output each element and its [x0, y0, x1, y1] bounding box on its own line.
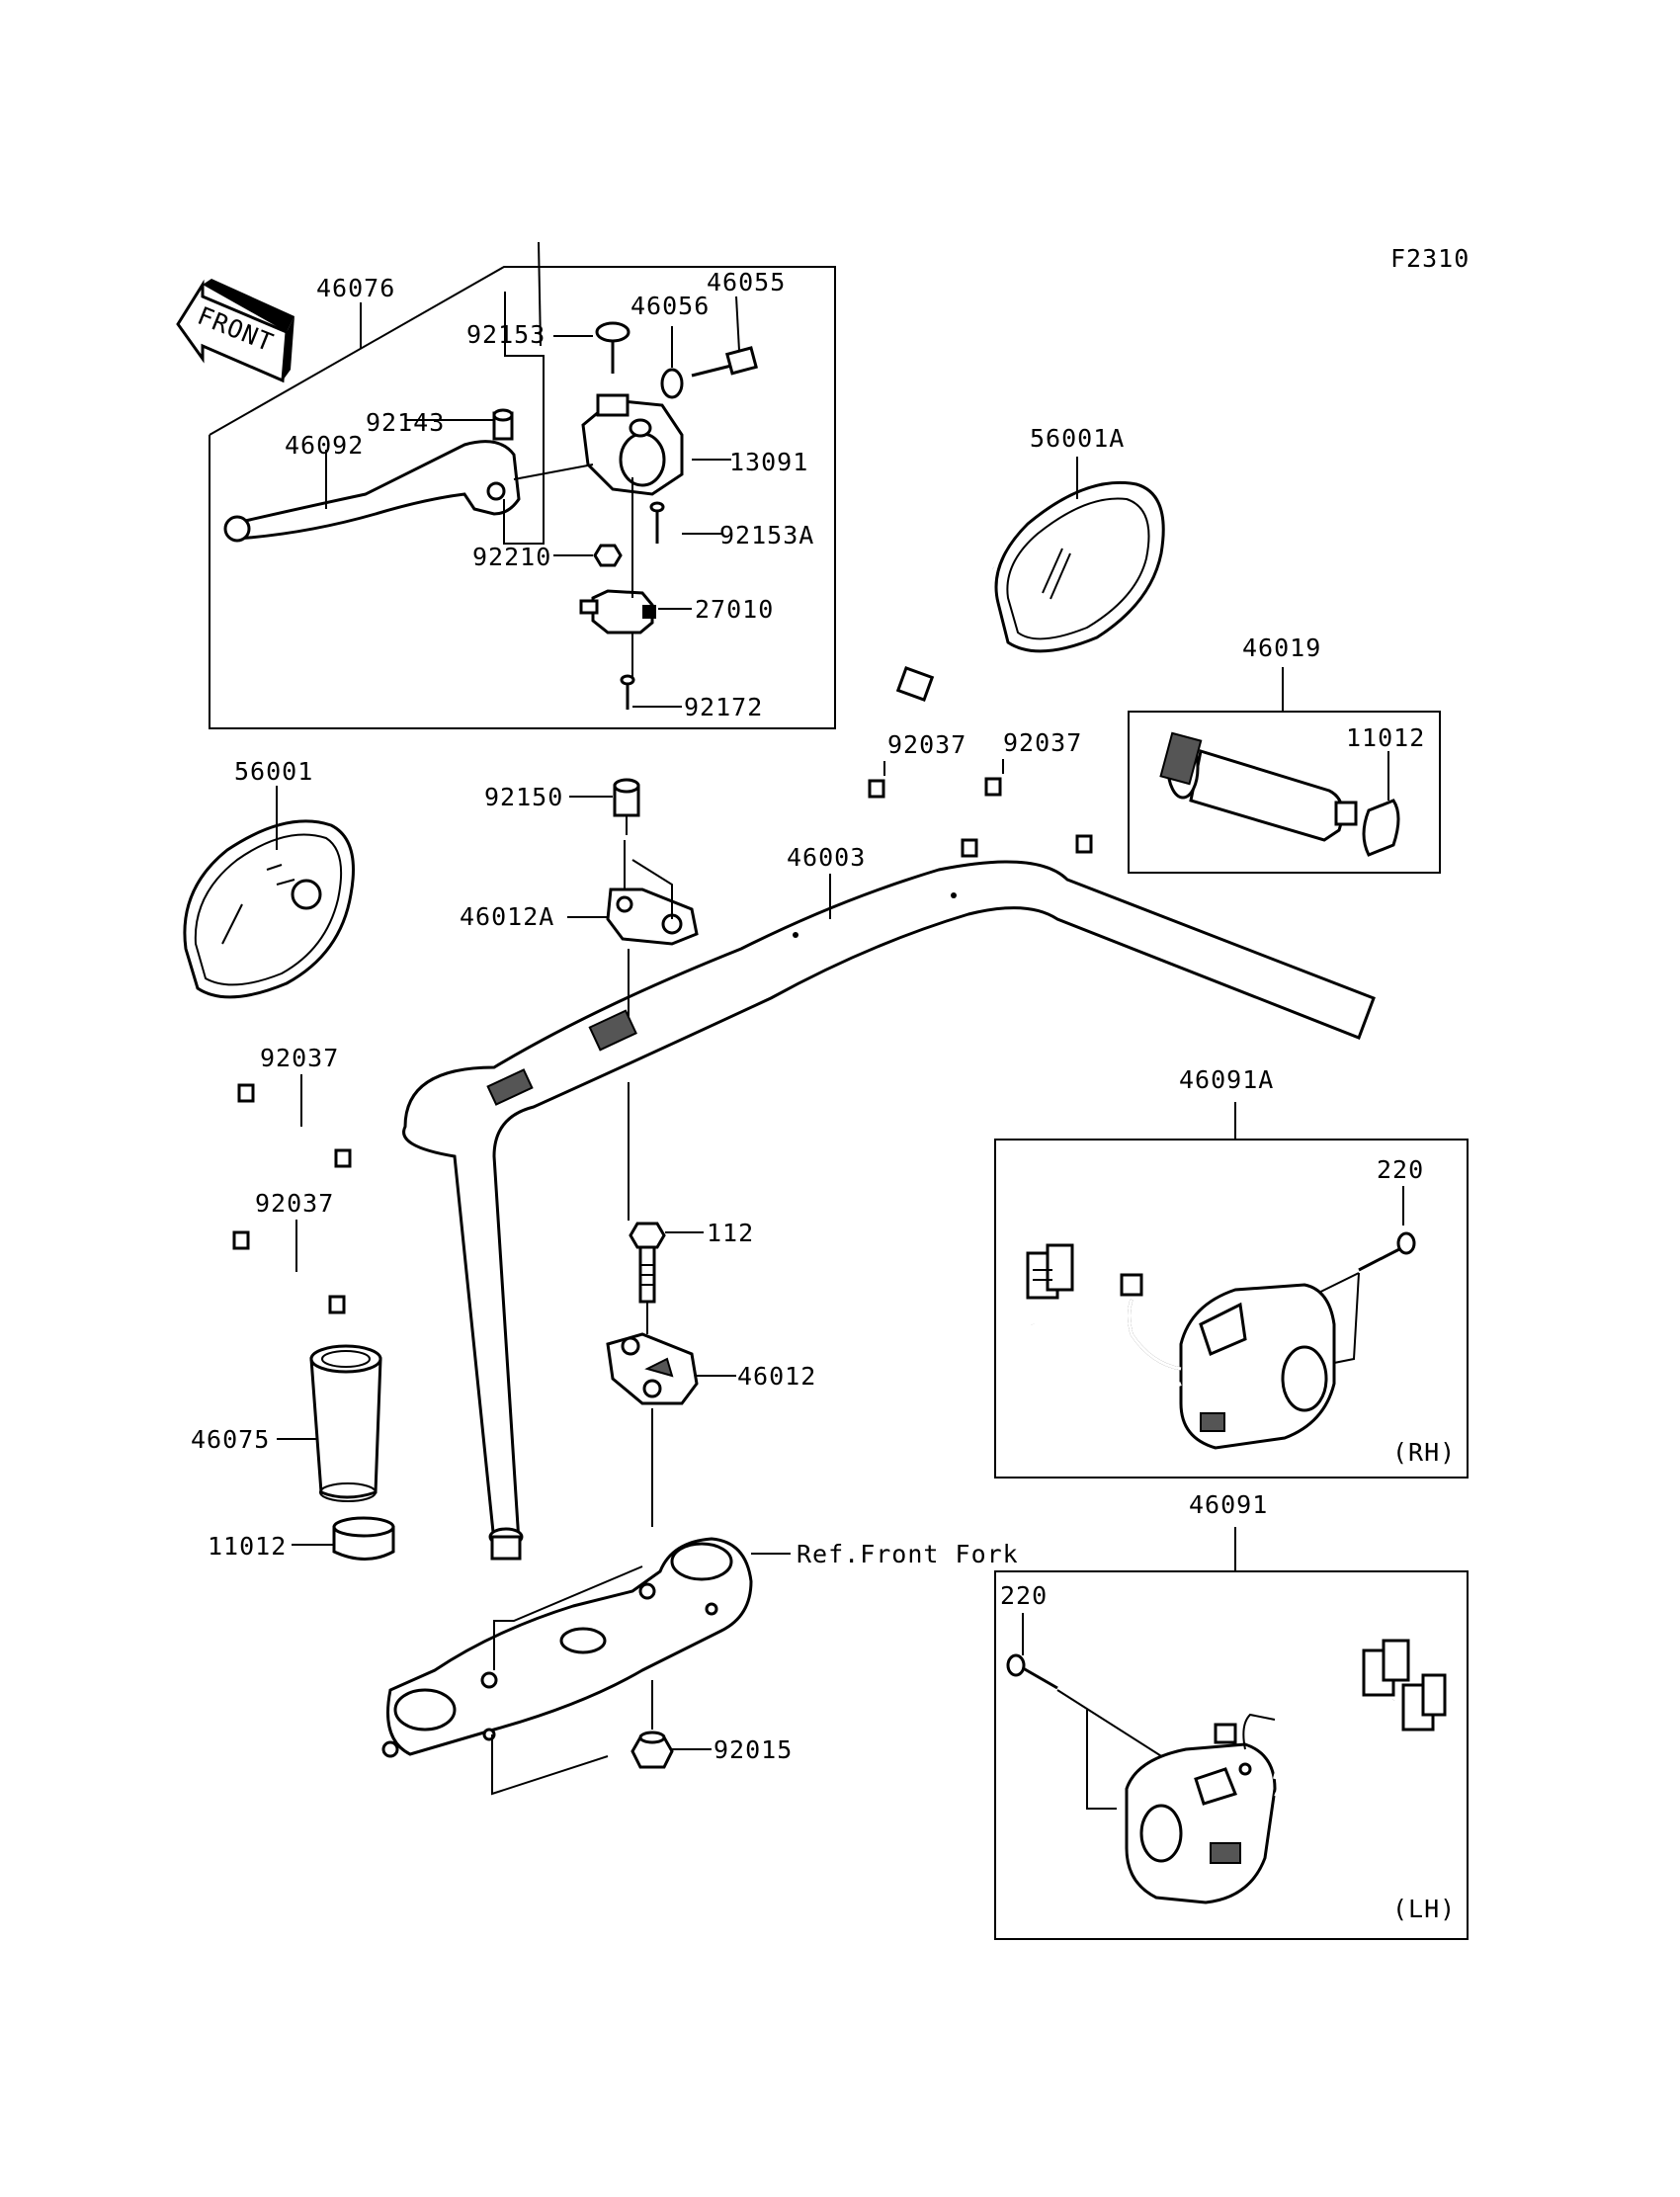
part-label-46055: 46055 — [707, 268, 786, 296]
part-label-46092: 46092 — [285, 431, 364, 460]
upper-clamp-bolt-part — [569, 778, 640, 835]
part-label-56001: 56001 — [234, 757, 313, 786]
switch-screw-part — [649, 501, 665, 544]
reference-text: Ref.Front Fork — [797, 1540, 1019, 1568]
lever-nut-part — [593, 544, 623, 567]
left-switch-box: 46091 (LH) 220 — [994, 1490, 1469, 1940]
brake-switch-part — [579, 589, 656, 634]
right-mirror-part — [895, 480, 1165, 702]
part-label-92153A: 92153A — [719, 521, 814, 549]
left-mirror-part — [183, 819, 355, 999]
part-label-92143: 92143 — [366, 408, 445, 437]
part-label-46012: 46012 — [737, 1362, 816, 1391]
part-label-46091: 46091 — [1189, 1490, 1268, 1519]
handlebar-part — [402, 860, 1376, 1561]
steering-stem-bracket-part — [381, 1537, 791, 1796]
part-label-11012-top: 11012 — [1346, 723, 1425, 752]
part-label-46019: 46019 — [1242, 634, 1321, 662]
upper-holder-part — [567, 840, 699, 1018]
lower-holder-part — [606, 1303, 736, 1527]
wire-clamps — [232, 759, 1093, 1314]
part-label-13091: 13091 — [729, 448, 808, 476]
part-label-46091A: 46091A — [1179, 1065, 1274, 1094]
part-label-46076: 46076 — [316, 274, 395, 302]
part-label-92150: 92150 — [484, 783, 563, 811]
side-label-rh: (RH) — [1392, 1438, 1456, 1467]
part-label-92210: 92210 — [472, 543, 551, 571]
part-label-56001A: 56001A — [1030, 424, 1125, 453]
washer-part — [660, 368, 684, 399]
lever-leaders — [325, 241, 740, 708]
part-label-220-rh: 220 — [1377, 1155, 1424, 1184]
part-label-46012A: 46012A — [460, 902, 554, 931]
part-label-92037-c: 92037 — [260, 1044, 339, 1072]
part-label-46075: 46075 — [191, 1425, 270, 1454]
right-switch-box: 46091A (RH) 220 — [994, 1065, 1469, 1479]
holder-bolt-part — [629, 1222, 704, 1304]
part-label-46056: 46056 — [630, 292, 710, 320]
collar-part — [492, 408, 514, 441]
part-label-92172: 92172 — [684, 693, 763, 721]
stem-nut-part — [630, 1731, 712, 1769]
part-label-92037-a: 92037 — [887, 730, 966, 759]
front-arrow: FRONT — [176, 279, 294, 383]
lever-assembly-box: 46076 — [209, 266, 836, 729]
grip-end-cap-part — [292, 1516, 395, 1561]
mounting-screw-part — [620, 674, 635, 710]
part-label-46003: 46003 — [787, 843, 866, 872]
part-label-27010: 27010 — [695, 595, 774, 624]
figure-code: F2310 — [1390, 244, 1470, 273]
part-label-11012-bottom: 11012 — [208, 1532, 287, 1561]
part-label-92153: 92153 — [466, 320, 546, 349]
adjuster-screw-part — [691, 346, 758, 378]
left-grip-part — [277, 1344, 382, 1502]
brake-lever-part — [223, 440, 521, 543]
part-label-92037-d: 92037 — [255, 1189, 334, 1218]
part-label-92037-b: 92037 — [1003, 728, 1082, 757]
throttle-grip-box: 46019 11012 — [1128, 634, 1441, 874]
lever-holder-part — [581, 393, 684, 496]
side-label-lh: (LH) — [1392, 1895, 1456, 1923]
pivot-bolt-part — [595, 321, 630, 374]
part-label-220-lh: 220 — [1000, 1581, 1048, 1610]
part-label-112: 112 — [707, 1219, 754, 1247]
part-label-92015: 92015 — [714, 1735, 793, 1764]
